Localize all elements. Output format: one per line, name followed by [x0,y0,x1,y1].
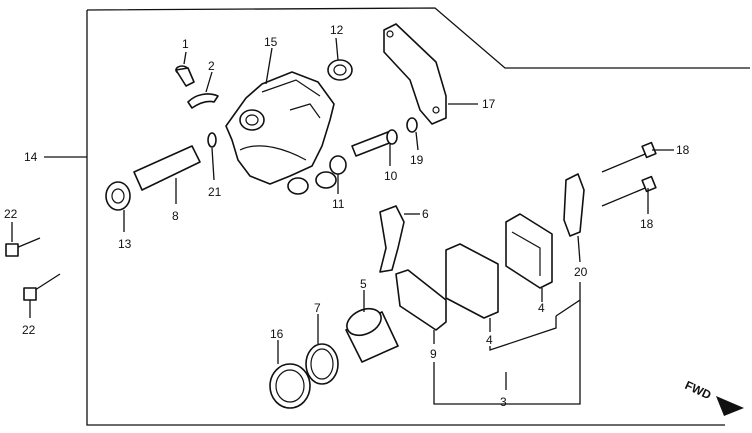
part-labels: 1 2 15 12 17 14 19 10 11 21 8 13 6 18 18… [4,23,690,409]
label-part-10: 10 [384,169,398,183]
label-part-19: 19 [410,153,424,167]
part-2-clip [187,93,219,109]
assembly-outline-top [86,7,750,69]
label-part-22-lower: 22 [22,323,36,337]
part-21-washer [207,132,217,148]
part-10-bolt [351,129,398,157]
part-1-pin [175,65,195,87]
label-part-5: 5 [360,277,367,291]
assembly-outline [86,10,725,426]
label-part-11: 11 [332,197,345,211]
label-part-20: 20 [574,265,588,279]
label-part-4-front: 4 [486,333,493,347]
caliper-body [225,71,337,195]
label-part-21: 21 [208,185,222,199]
label-part-3: 3 [500,395,507,409]
forward-arrow-icon [716,396,744,416]
part-22-bolt-lower [23,273,61,301]
part-22-bolt-upper [5,237,41,257]
label-part-18-lower: 18 [640,217,654,231]
label-part-13: 13 [118,237,132,251]
label-part-18-upper: 18 [676,143,690,157]
label-part-7: 7 [314,301,321,315]
part-9-plate [395,269,447,331]
part-4-pad-rear [505,213,553,289]
label-part-16: 16 [270,327,284,341]
fwd-label: FWD [683,378,714,402]
fwd-indicator: FWD [683,378,744,416]
label-part-1: 1 [182,37,189,51]
part-20-shim [563,173,585,237]
label-part-15: 15 [264,35,278,49]
label-part-12: 12 [330,23,344,37]
label-part-2: 2 [208,59,215,73]
leader-lines [11,37,674,405]
part-11-bushing [329,155,347,175]
part-13-boot [105,181,131,211]
label-part-17: 17 [482,97,496,111]
part-18-bolt-lower [601,175,657,207]
part-17-bracket [383,23,447,125]
label-part-14: 14 [24,150,38,164]
label-part-9: 9 [430,347,437,361]
label-part-4-rear: 4 [538,301,545,315]
part-8-sleeve [133,145,201,191]
label-part-6: 6 [422,207,429,221]
part-12-boot [327,59,353,81]
part-6-spring [379,205,405,273]
label-part-8: 8 [172,209,179,223]
part-19-washer [406,117,418,133]
part-4-pad-front [445,243,499,319]
label-part-22-upper: 22 [4,207,18,221]
part-5-piston [345,307,399,363]
part-18-bolt-upper [601,141,657,173]
